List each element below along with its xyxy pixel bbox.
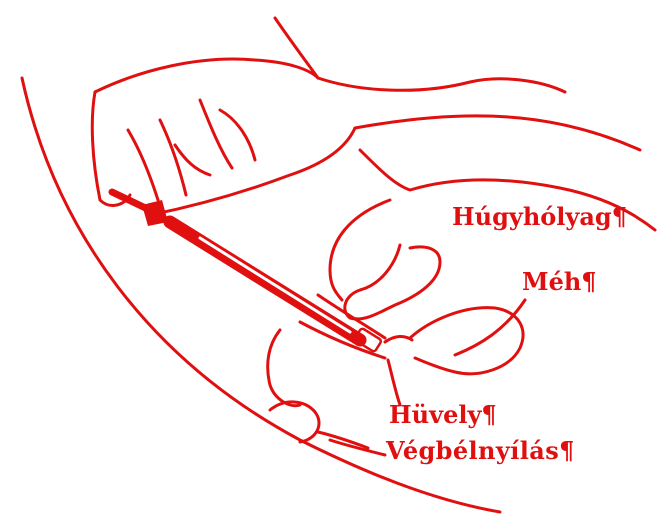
- label-uterus: Méh¶: [522, 270, 597, 294]
- finger-4: [220, 110, 255, 160]
- finger-1: [128, 130, 158, 200]
- label-anus: Végbélnyílás¶: [386, 439, 575, 463]
- finger-3: [200, 100, 232, 168]
- cervix: [385, 336, 412, 342]
- body-edge-top: [275, 18, 318, 78]
- rectum-inner: [318, 432, 368, 448]
- leader-vagina: [388, 360, 400, 405]
- bladder: [345, 245, 440, 319]
- hand-top: [95, 59, 318, 92]
- perineum: [268, 330, 300, 406]
- finger-2: [160, 120, 186, 195]
- arm-line: [318, 78, 565, 92]
- wrist-line: [355, 116, 640, 150]
- label-vagina: Hüvely¶: [389, 403, 497, 427]
- leader-anus: [330, 440, 385, 455]
- hand-thumb: [92, 92, 130, 205]
- pubic-curve: [330, 200, 390, 300]
- uterus: [410, 308, 523, 374]
- label-bladder: Húgyhólyag¶: [452, 205, 627, 229]
